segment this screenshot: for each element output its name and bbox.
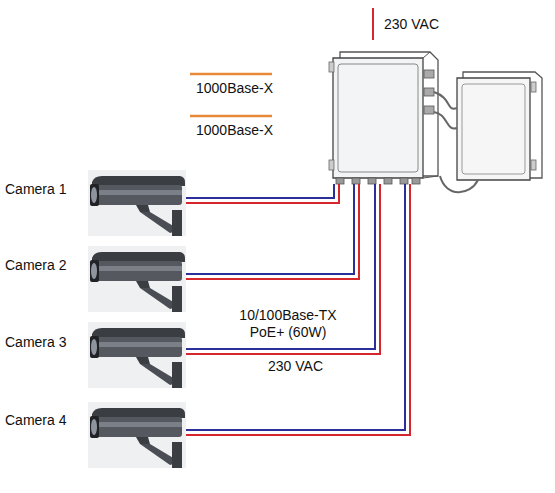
- camera-label: Camera 1: [5, 181, 66, 198]
- camera-label: Camera 4: [5, 412, 66, 429]
- camera-label: Camera 3: [5, 334, 66, 351]
- main-enclosure: [329, 52, 438, 184]
- uplink-label: 1000Base-X: [196, 80, 273, 97]
- link-label: 10/100Base-TX PoE+ (60W): [226, 307, 350, 341]
- second-enclosure: [457, 72, 542, 180]
- camera-cables: [186, 184, 410, 435]
- camera-label: Camera 2: [5, 257, 66, 274]
- uplink-label: 1000Base-X: [196, 122, 273, 139]
- power-label: 230 VAC: [384, 16, 439, 33]
- power-label: 230 VAC: [268, 358, 323, 375]
